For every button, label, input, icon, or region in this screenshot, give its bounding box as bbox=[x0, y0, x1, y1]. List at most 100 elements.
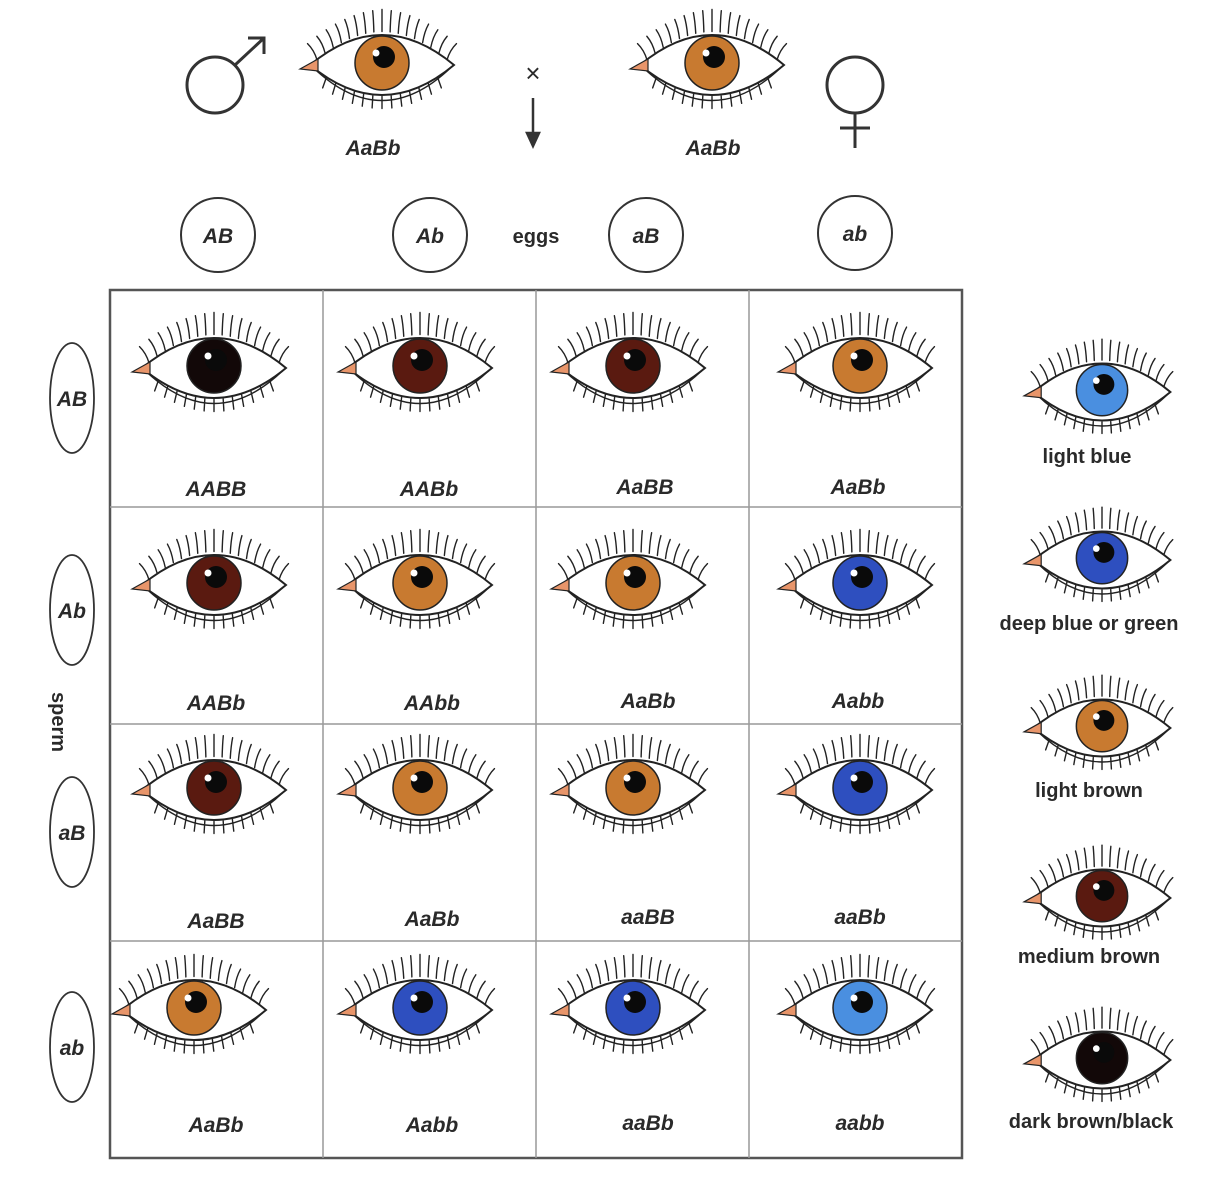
caruncle bbox=[298, 57, 319, 72]
sperm-gamete-row-2: Ab bbox=[49, 554, 95, 666]
legend-item: light blue bbox=[1022, 338, 1174, 468]
pupil bbox=[703, 46, 725, 68]
grid-cell: aaBb bbox=[549, 953, 709, 1135]
male-parent-genotype: AaBb bbox=[345, 137, 401, 160]
pupil bbox=[411, 771, 433, 793]
legend-item: dark brown/black bbox=[1009, 1006, 1174, 1133]
eyelash-strokes bbox=[1030, 674, 1174, 771]
legend-label: medium brown bbox=[1018, 946, 1160, 968]
egg-gamete-label: Ab bbox=[415, 225, 444, 248]
cross-symbol: × bbox=[525, 58, 540, 88]
caruncle bbox=[130, 577, 151, 592]
legend: light blue deep blue or green light brow… bbox=[1000, 338, 1178, 1133]
offspring-genotype: aabb bbox=[835, 1112, 884, 1135]
pupil bbox=[1093, 1041, 1115, 1063]
egg-gamete-label: aB bbox=[633, 225, 660, 248]
eyelash-strokes bbox=[557, 733, 709, 835]
pupil bbox=[185, 991, 207, 1013]
grid-cell: AaBb bbox=[776, 311, 936, 499]
offspring-eye bbox=[336, 311, 496, 413]
offspring-eye bbox=[776, 733, 936, 835]
caruncle bbox=[336, 360, 357, 375]
eyelash-strokes bbox=[636, 8, 788, 110]
eyelash-strokes bbox=[557, 528, 709, 630]
pupil bbox=[851, 349, 873, 371]
caruncle bbox=[1022, 553, 1042, 567]
grid-cell: AABB bbox=[130, 311, 290, 501]
egg-gamete-label: AB bbox=[202, 225, 233, 248]
pupil bbox=[624, 566, 646, 588]
eyelash-strokes bbox=[1030, 1006, 1174, 1103]
pupil bbox=[624, 771, 646, 793]
offspring-genotype: AaBb bbox=[404, 908, 460, 931]
caruncle bbox=[776, 782, 797, 797]
offspring-genotype: AaBb bbox=[620, 690, 676, 713]
offspring-genotype: aaBb bbox=[622, 1112, 674, 1135]
legend-label: light brown bbox=[1035, 780, 1143, 802]
offspring-genotype: AAbb bbox=[403, 692, 460, 715]
highlight bbox=[850, 994, 858, 1002]
egg-gamete-ab-upper: AB bbox=[180, 197, 256, 273]
caruncle bbox=[776, 577, 797, 592]
offspring-genotype: AABb bbox=[399, 478, 458, 501]
grid-cell: AaBB bbox=[549, 311, 709, 499]
caruncle bbox=[110, 1002, 131, 1017]
caruncle bbox=[1022, 721, 1042, 735]
pupil bbox=[373, 46, 395, 68]
caruncle bbox=[1022, 891, 1042, 905]
sperm-gamete-row-1: AB bbox=[49, 342, 95, 454]
male-parent-eye bbox=[298, 8, 458, 110]
offspring-eye bbox=[776, 311, 936, 413]
offspring-genotype: AABB bbox=[185, 478, 247, 501]
offspring-eye bbox=[110, 953, 270, 1055]
grid-cell: AaBb bbox=[110, 953, 270, 1137]
pupil bbox=[411, 349, 433, 371]
eyelash-strokes bbox=[557, 953, 709, 1055]
grid-cell: AABb bbox=[130, 528, 290, 715]
eyelash-strokes bbox=[784, 733, 936, 835]
sperm-gamete-row-3: aB bbox=[49, 776, 95, 888]
pupil bbox=[624, 349, 646, 371]
offspring-eye bbox=[549, 528, 709, 630]
highlight bbox=[850, 352, 858, 360]
caruncle bbox=[628, 57, 649, 72]
pupil bbox=[1093, 879, 1115, 901]
grid-cell: aaBB bbox=[549, 733, 709, 929]
offspring-eye bbox=[130, 311, 290, 413]
pupil bbox=[1093, 709, 1115, 731]
caruncle bbox=[776, 1002, 797, 1017]
egg-gamete-recessive: ab bbox=[817, 195, 893, 271]
pupil bbox=[851, 991, 873, 1013]
pupil bbox=[205, 349, 227, 371]
caruncle bbox=[776, 360, 797, 375]
eyelash-strokes bbox=[344, 311, 496, 413]
grid-cell: aaBb bbox=[776, 733, 936, 929]
pupil bbox=[205, 566, 227, 588]
legend-item: medium brown bbox=[1018, 844, 1174, 968]
legend-eye bbox=[1022, 338, 1174, 435]
highlight bbox=[850, 569, 858, 577]
offspring-genotype: AaBb bbox=[188, 1114, 244, 1137]
highlight bbox=[1092, 377, 1100, 384]
eyelash-strokes bbox=[138, 733, 290, 835]
eyelash-strokes bbox=[138, 528, 290, 630]
pupil bbox=[205, 771, 227, 793]
female-symbol-icon bbox=[825, 55, 885, 148]
highlight bbox=[204, 774, 212, 782]
legend-eye bbox=[1022, 844, 1174, 941]
pupil bbox=[1093, 373, 1115, 395]
legend-item: deep blue or green bbox=[1000, 506, 1178, 635]
offspring-genotype: AaBB bbox=[615, 476, 673, 499]
offspring-genotype: aaBB bbox=[621, 906, 675, 929]
caruncle bbox=[336, 1002, 357, 1017]
male-symbol-icon bbox=[185, 36, 266, 115]
offspring-genotype: AABb bbox=[186, 692, 245, 715]
eyelash-strokes bbox=[557, 311, 709, 413]
highlight bbox=[850, 774, 858, 782]
offspring-eye bbox=[336, 953, 496, 1055]
pupil bbox=[411, 991, 433, 1013]
offspring-genotype: AaBB bbox=[186, 910, 244, 933]
egg-gamete-lower-a: aB bbox=[608, 197, 684, 273]
grid-cell: Aabb bbox=[336, 953, 496, 1137]
